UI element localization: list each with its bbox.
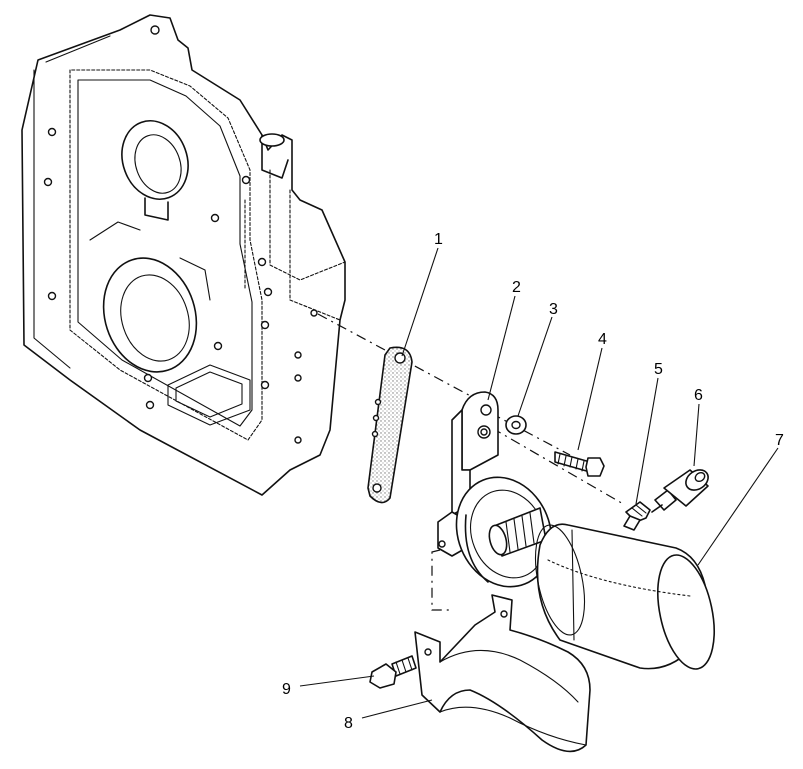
- bolt: [554, 451, 605, 477]
- filter-guard: [414, 594, 591, 753]
- oil-pressure-switch: [651, 469, 709, 513]
- callout-9: 9: [282, 681, 291, 698]
- filter-adapter-bracket: [437, 391, 553, 588]
- callout-6: 6: [694, 387, 703, 404]
- screw: [369, 655, 417, 689]
- elbow-fitting: [623, 501, 651, 531]
- callout-1: 1: [434, 231, 443, 248]
- callout-3: 3: [549, 301, 558, 318]
- oil-filter: [534, 523, 715, 670]
- callout-4: 4: [598, 331, 607, 348]
- callout-7: 7: [775, 432, 784, 449]
- callout-labels: 1 2 3 4 5 6 7 8 9: [282, 231, 784, 732]
- gear-housing: [21, 14, 346, 496]
- washer: [505, 415, 527, 435]
- leader-lines: [299, 247, 779, 719]
- callout-2: 2: [512, 279, 521, 296]
- gasket: [367, 346, 413, 504]
- callout-5: 5: [654, 361, 663, 378]
- callout-8: 8: [344, 715, 353, 732]
